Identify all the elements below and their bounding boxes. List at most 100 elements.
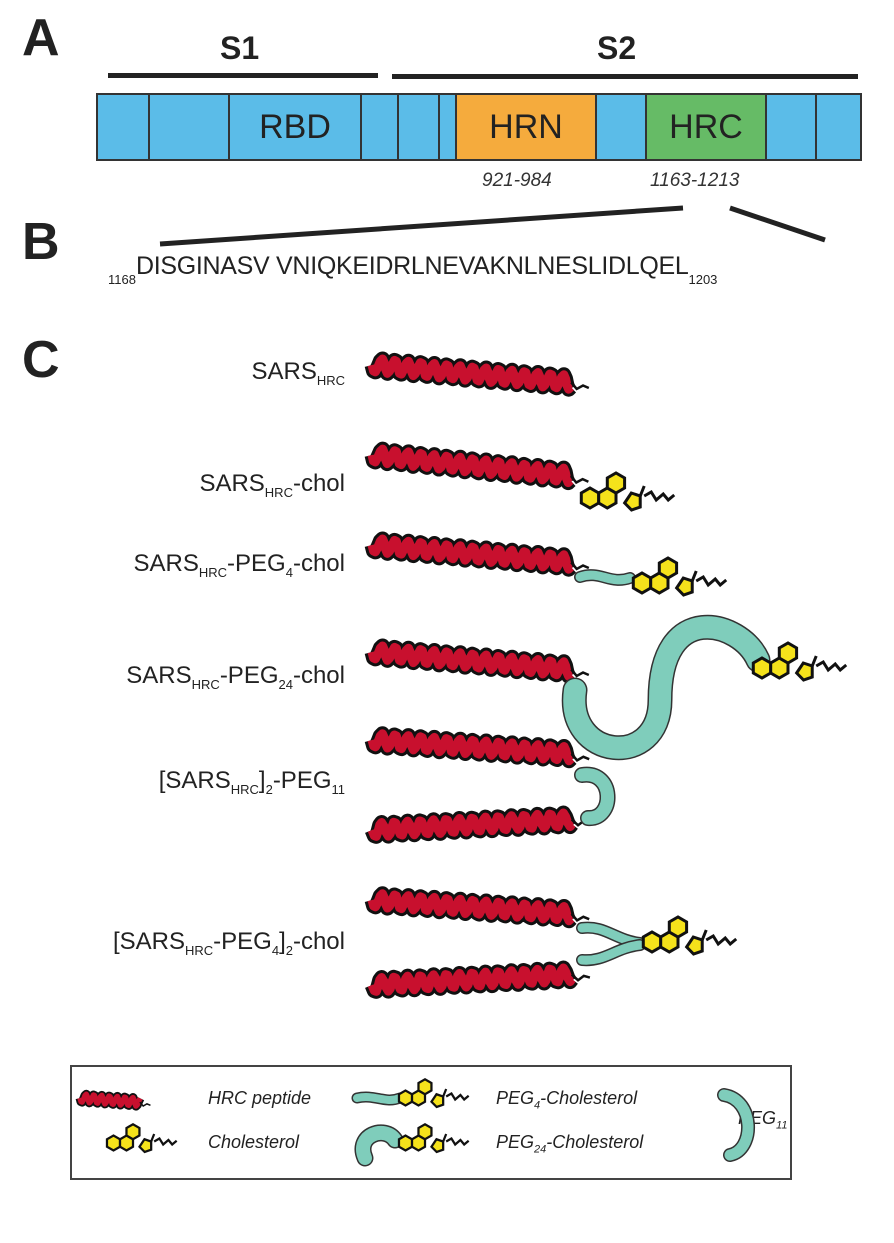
segment: [96, 93, 150, 161]
cholesterol-icon: [397, 1122, 470, 1154]
segment: [815, 93, 862, 161]
sterol-ring: [605, 471, 627, 495]
helix-tail: [139, 1101, 151, 1107]
peg11-linker-fill: [718, 1089, 754, 1161]
legend-peg24-chol: PEG24-Cholesterol: [496, 1132, 644, 1156]
zoom-line: [159, 205, 684, 247]
hrn-range: 921-984: [482, 170, 552, 191]
cholesterol-icon: [751, 641, 848, 682]
sterol-ring: [397, 1134, 414, 1152]
construct-label: SARSHRC: [251, 358, 345, 388]
construct-label: SARSHRC-PEG4-chol: [133, 550, 345, 580]
alkyl-tail: [700, 929, 738, 947]
cholesterol-icon: [397, 1077, 470, 1109]
sterol-ring: [417, 1077, 433, 1096]
seq-start: 1168: [108, 272, 136, 287]
helix-body: [367, 354, 574, 394]
alkyl-tail: [638, 485, 676, 503]
sterol-ring: [751, 656, 773, 680]
hrc-helix: [364, 726, 590, 769]
helix-body: [367, 889, 575, 926]
construct-label: [SARSHRC-PEG4]2-chol: [112, 928, 345, 958]
helix-body: [367, 963, 576, 996]
sterol-ring: [684, 935, 704, 956]
helix-body: [367, 444, 574, 488]
s1-line: [108, 73, 378, 78]
helix-body: [367, 808, 576, 841]
sterol-ring: [641, 930, 663, 954]
helix-tail: [570, 913, 590, 922]
peg11-linker-fill: [575, 768, 615, 825]
helix-tail: [569, 475, 589, 485]
hrc-helix: [75, 1089, 151, 1111]
helix-tail: [570, 381, 590, 391]
hrc-helix: [364, 638, 590, 684]
alkyl-tail: [150, 1133, 178, 1147]
hrc-helix: [364, 351, 590, 397]
sterol-ring: [138, 1137, 153, 1154]
helix-body: [367, 729, 575, 766]
helix-tail: [570, 668, 590, 678]
helix-body: [367, 641, 574, 681]
construct-label: SARSHRC-chol: [199, 470, 345, 500]
sterol-ring: [417, 1122, 433, 1141]
peg24-linker-fill: [563, 616, 769, 759]
sterol-ring: [674, 576, 694, 597]
cholesterol-icon: [579, 471, 676, 512]
alkyl-tail: [442, 1088, 470, 1102]
sterol-ring: [631, 571, 653, 595]
hrc-helix: [365, 960, 591, 999]
panel-b-label: B: [22, 213, 60, 271]
sterol-ring: [125, 1122, 141, 1141]
sterol-ring: [430, 1092, 445, 1109]
hrc-domain: HRC: [645, 93, 767, 161]
sterol-ring: [105, 1134, 122, 1152]
sterol-ring: [430, 1137, 445, 1154]
helix-body: [77, 1091, 143, 1109]
sterol-ring: [667, 915, 689, 939]
cholesterol-icon: [105, 1122, 178, 1154]
sterol-ring: [777, 641, 799, 665]
panel-c-label: C: [22, 331, 60, 389]
construct-label: [SARSHRC]2-PEG11: [158, 767, 345, 797]
legend-hrc: HRC peptide: [208, 1088, 312, 1108]
helix-tail: [570, 753, 590, 762]
segment: [595, 93, 647, 161]
hrc-helix: [365, 805, 591, 844]
hrc-sequence: 1168DISGINASV VNIQKEIDRLNEVAKNLNESLIDLQE…: [108, 252, 717, 287]
cholesterol-icon: [641, 915, 738, 956]
segment: [360, 93, 399, 161]
hrc-range: 1163-1213: [650, 170, 740, 191]
helix-tail: [570, 561, 590, 571]
peg4-linker-fill: [353, 1093, 404, 1104]
sterol-ring: [397, 1089, 414, 1107]
hrc-helix: [364, 886, 590, 929]
peg24-linker-fill: [356, 1125, 402, 1165]
panel-a-label: A: [22, 9, 60, 67]
legend-peg4-chol: PEG4-Cholesterol: [496, 1088, 638, 1112]
legend-box: [70, 1065, 792, 1180]
helix-body: [367, 534, 574, 574]
zoom-line: [729, 205, 826, 243]
sterol-ring: [579, 486, 601, 510]
helix-tail: [570, 973, 591, 982]
s2-line: [392, 74, 858, 79]
alkyl-tail: [810, 655, 848, 673]
sterol-ring: [622, 491, 642, 512]
cholesterol-icon: [631, 556, 728, 597]
hrc-helix: [364, 531, 590, 577]
s2-label: S2: [597, 30, 637, 66]
sterol-ring: [657, 556, 679, 580]
alkyl-tail: [690, 570, 728, 588]
hrc-helix: [364, 441, 589, 491]
seq-end: 1203: [688, 272, 718, 287]
sequence-text: DISGINASV VNIQKEIDRLNEVAKNLNESLIDLQEL: [135, 252, 689, 280]
peg4-linker-fill: [577, 940, 645, 965]
legend-chol: Cholesterol: [208, 1132, 300, 1152]
s1-label: S1: [220, 30, 260, 66]
peg4-linker-fill: [575, 570, 635, 585]
alkyl-tail: [442, 1133, 470, 1147]
sterol-ring: [794, 661, 814, 682]
